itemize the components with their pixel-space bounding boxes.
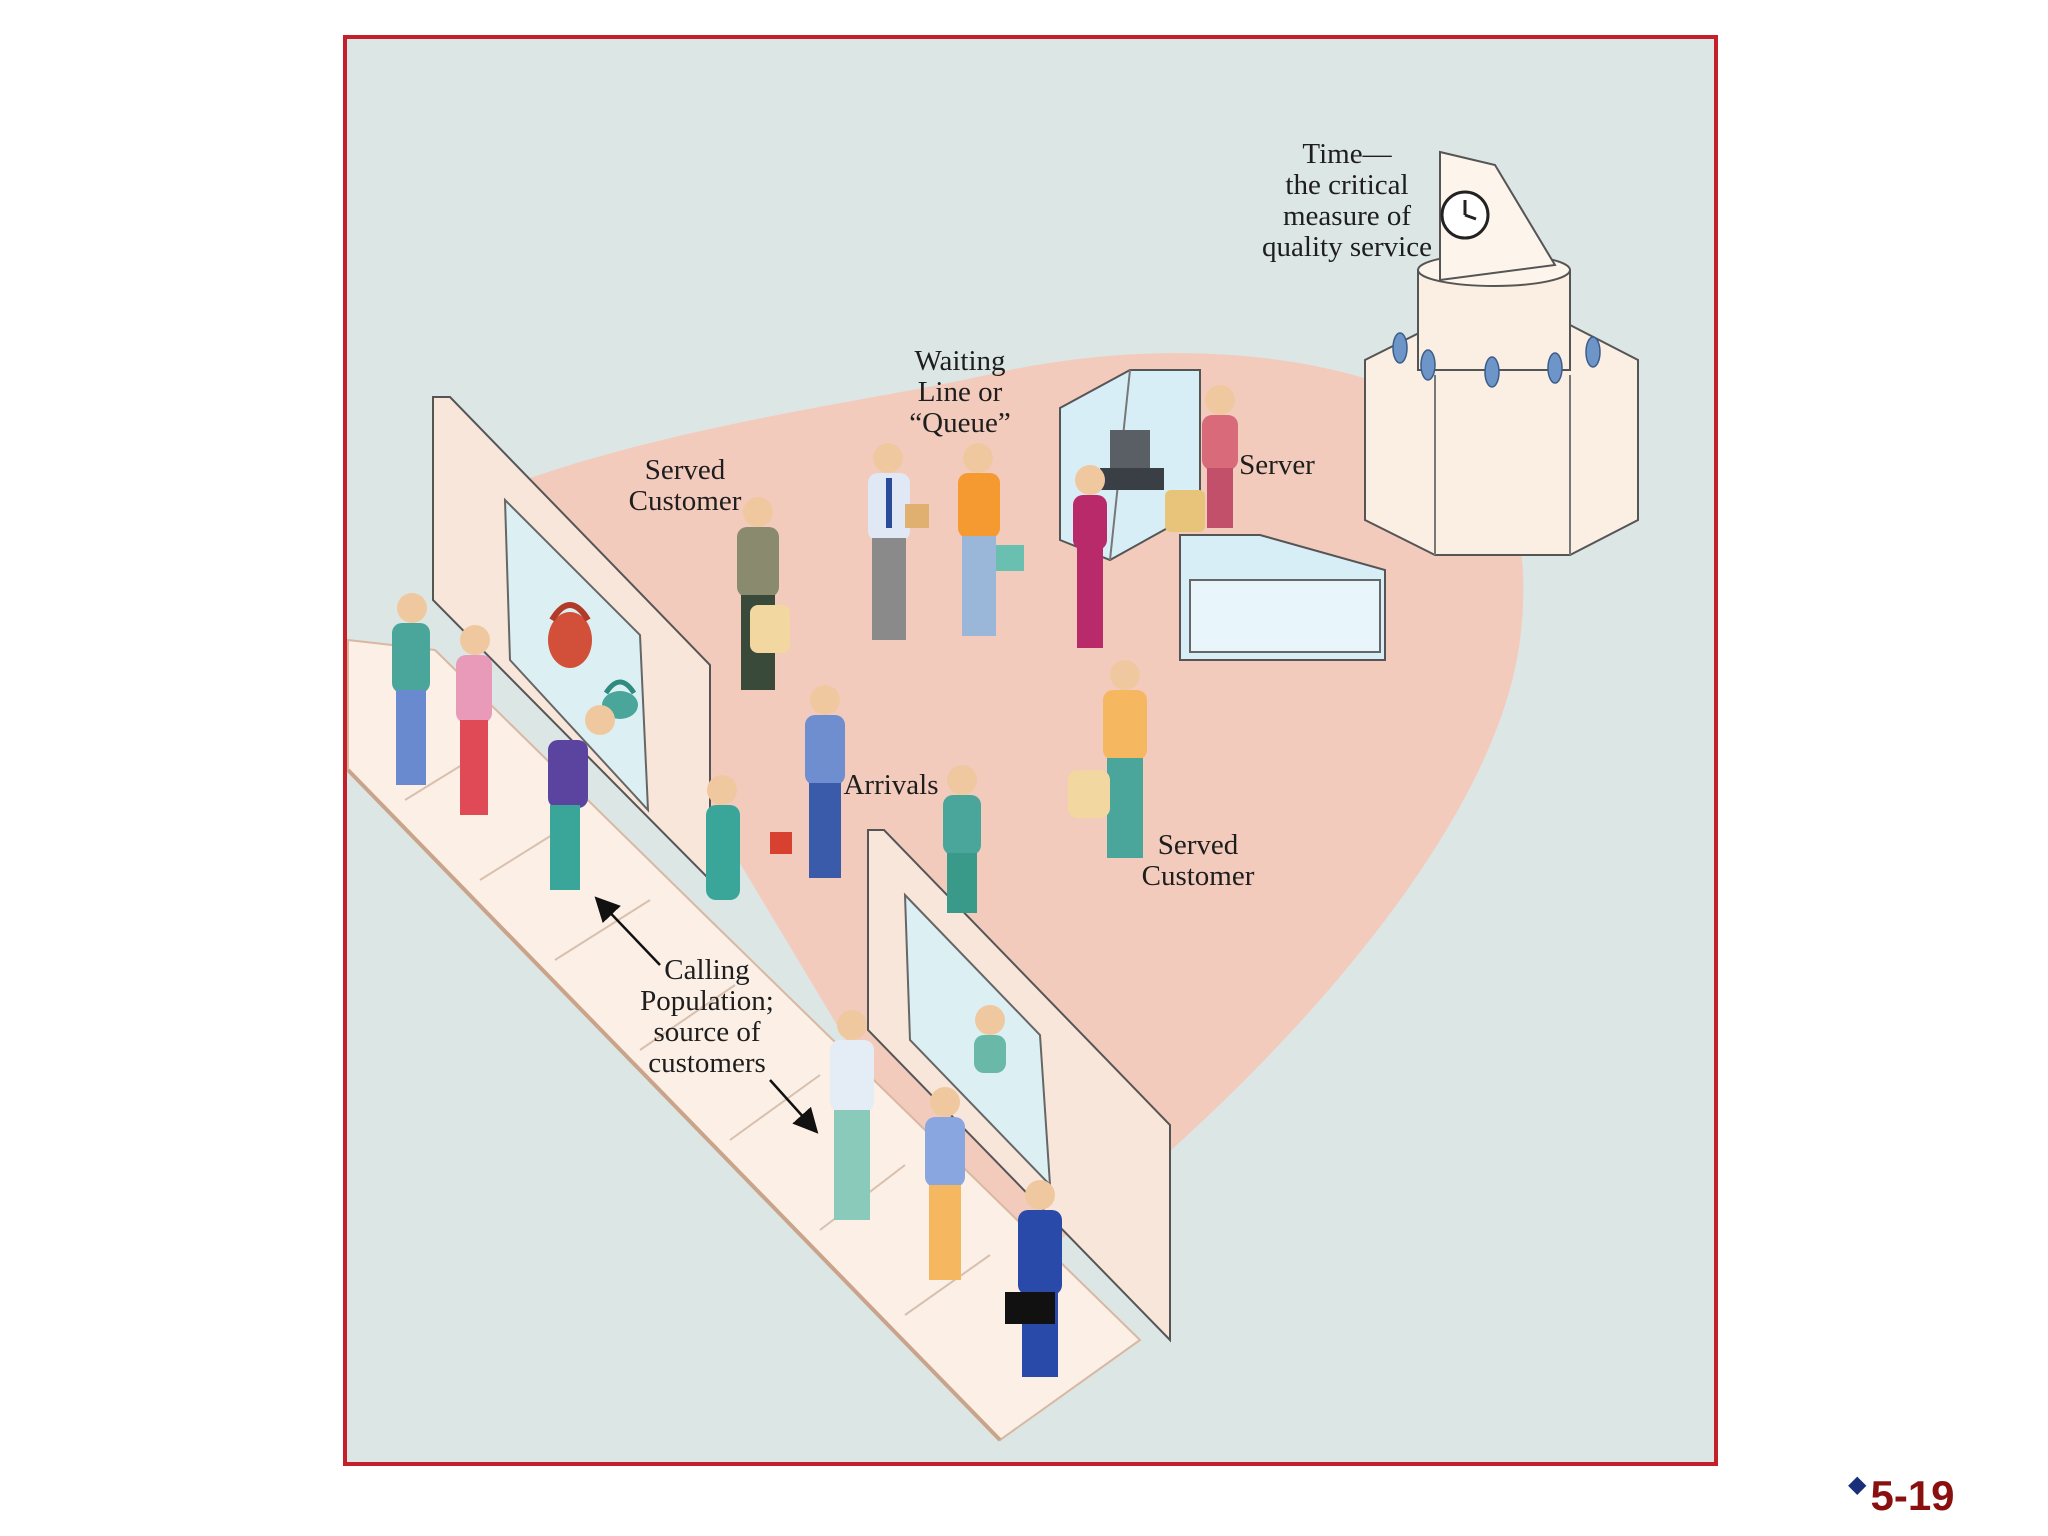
arrivals-label: Arrivals: [843, 769, 939, 801]
window-shopper-cap-icon: [392, 593, 430, 785]
window-shopper-purple-icon: [548, 705, 615, 890]
server-person-icon: [1202, 385, 1238, 528]
walking-woman-icon: [706, 775, 792, 900]
calling-person-suit-icon: [1005, 1180, 1062, 1377]
server-label: Server: [1239, 449, 1315, 481]
calling-person-yellow-pants-icon: [925, 1087, 965, 1280]
clock-icon: [1440, 190, 1490, 240]
arrival-person-yellow-hat-icon: [943, 765, 981, 913]
people: [392, 385, 1238, 1377]
queue-person-orange-icon: [958, 443, 1024, 636]
arrow-up-left: [594, 896, 661, 966]
arrow-down-right: [769, 1079, 819, 1134]
customer-at-counter-icon: [1073, 465, 1205, 648]
curb-line: [346, 768, 1002, 1442]
cash-register-icon: [1100, 430, 1164, 490]
queue-person-tie-icon: [868, 443, 929, 640]
served-customer-bottom-icon: [1068, 660, 1147, 858]
window-shopper-pink-icon: [456, 625, 492, 815]
calling-person-white-shirt-icon: [830, 1010, 874, 1220]
arrival-person-blue-cap-icon: [805, 685, 845, 878]
slide-number: ◆5-19: [1848, 1471, 1955, 1519]
served-customer-top-icon: [737, 497, 790, 690]
toy-display-icon: [974, 1005, 1006, 1073]
bullet-diamond-icon: ◆: [1848, 1471, 1867, 1498]
clock-tower: [1364, 150, 1639, 556]
